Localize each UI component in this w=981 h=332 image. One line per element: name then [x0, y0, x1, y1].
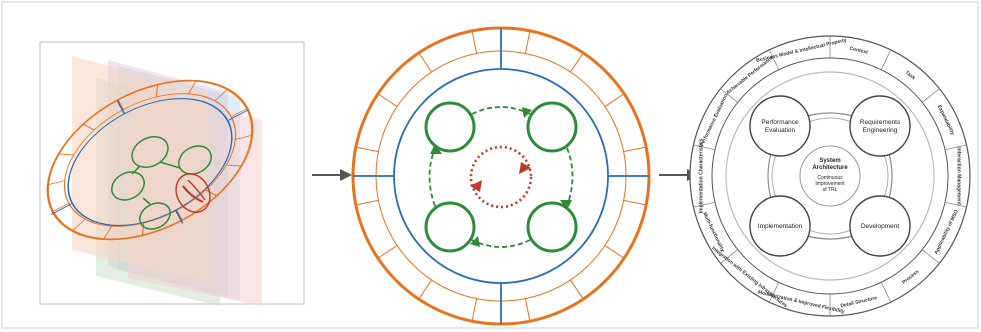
center-title: Architecture — [812, 165, 848, 171]
arrowhead-icon — [560, 200, 572, 210]
wheel-center-circle — [799, 145, 861, 207]
wheel-process-orbit — [725, 71, 935, 281]
center-title: System — [819, 158, 840, 164]
wheel-mid-orbit — [771, 117, 889, 235]
ring-segment-label: Task — [904, 70, 917, 82]
layered-view-panel — [39, 41, 305, 306]
node-implementation — [749, 195, 811, 257]
mid-outer-ring — [351, 26, 651, 326]
top-view-panel — [351, 26, 651, 326]
center-subtitle: of TRL — [823, 187, 838, 193]
ring-segment-label: Implementation Characteristics — [699, 139, 705, 214]
node-development — [849, 195, 911, 257]
center-subtitle: Improvement — [815, 181, 845, 187]
green-node-left — [111, 171, 145, 201]
red-arrowhead-icon — [470, 180, 482, 192]
red-arrowhead-icon — [519, 162, 531, 174]
node-label: Requirements — [860, 119, 901, 126]
center-subtitle: Continuous — [817, 175, 843, 181]
arrow-left-to-middle — [312, 169, 352, 181]
green-node-bottom — [139, 202, 171, 230]
green-flow-right — [566, 147, 574, 207]
green-node-tr — [526, 101, 578, 153]
ring-segment-label: Context — [849, 46, 869, 56]
arrowhead-icon — [522, 107, 532, 118]
node-label: Performance — [761, 119, 799, 126]
green-node-bl — [424, 201, 476, 253]
green-node-top — [131, 136, 169, 168]
arrowhead-icon — [470, 236, 480, 247]
node-label: Implementation — [758, 223, 803, 230]
node-label: Evaluation — [765, 127, 796, 134]
red-loop — [175, 173, 211, 213]
node-requirements-engineering — [849, 95, 911, 157]
node-label: Development — [861, 223, 899, 230]
green-node-br — [526, 201, 578, 253]
red-inner-loop — [469, 145, 533, 209]
green-node-tl — [424, 101, 476, 153]
ring-segment-label: Interaction Management — [956, 147, 962, 205]
node-performance-evaluation — [749, 95, 811, 157]
arrowhead-icon — [430, 144, 442, 154]
node-label: Engineering — [863, 127, 898, 134]
